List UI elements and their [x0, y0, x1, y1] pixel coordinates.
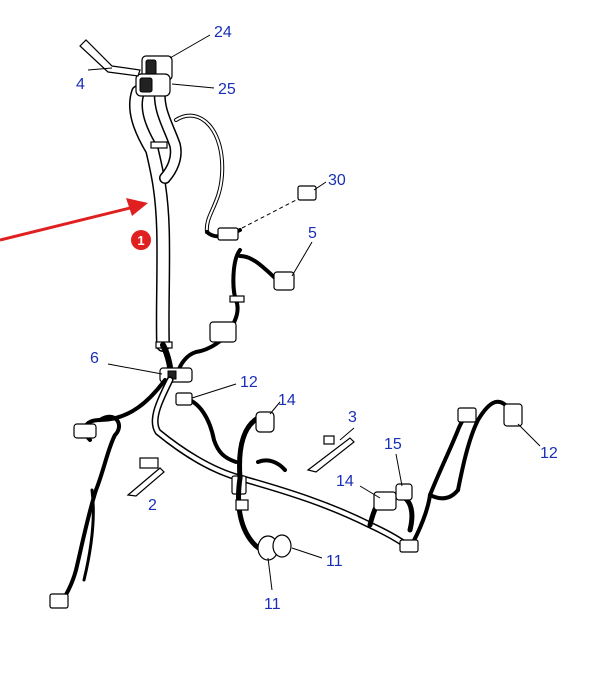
bracket-3-clip — [323, 435, 335, 445]
connector-junction-right — [457, 407, 477, 423]
connector-bottom-left — [49, 593, 69, 609]
junction-6-area — [159, 321, 237, 383]
red-arrow-head — [126, 198, 148, 216]
branch-14-11 — [235, 411, 292, 561]
connector-14-top — [255, 411, 275, 433]
connector-30 — [297, 185, 317, 201]
callout-24: 24 — [214, 24, 232, 41]
connector-12-left — [175, 392, 193, 406]
connector-11-b — [272, 534, 292, 558]
callout-labels: 24 25 4 30 5 6 12 14 3 15 12 14 2 11 11 — [76, 24, 558, 613]
callout-4: 4 — [76, 76, 85, 93]
main-harness-trunk — [128, 84, 225, 352]
callout-2: 2 — [148, 497, 157, 514]
top-connector-assembly — [79, 39, 173, 97]
callout-14-right: 14 — [336, 473, 354, 490]
part-number-badge-label: 1 — [137, 233, 144, 248]
callout-30: 30 — [328, 172, 346, 189]
callout-12-left: 12 — [240, 374, 258, 391]
callout-25: 25 — [218, 81, 236, 98]
connector-left — [73, 423, 97, 439]
connector-14-right — [373, 491, 397, 511]
left-lower-branch — [49, 378, 167, 609]
callout-5: 5 — [308, 225, 317, 242]
callout-6: 6 — [90, 350, 99, 367]
bracket-2 — [126, 467, 165, 497]
callout-3: 3 — [348, 409, 357, 426]
callout-12-right: 12 — [540, 445, 558, 462]
part-number-badge — [131, 230, 151, 250]
bracket-4 — [79, 39, 141, 77]
callout-14-top: 14 — [278, 392, 296, 409]
upper-right-branch — [205, 185, 317, 332]
connector-15 — [395, 483, 413, 501]
red-arrow-line — [0, 206, 131, 242]
callout-15: 15 — [384, 436, 402, 453]
harness-clamp — [399, 539, 419, 553]
callout-11-bottom: 11 — [264, 596, 281, 613]
harness-clip — [235, 499, 249, 511]
connector-5 — [273, 271, 295, 291]
callout-11-right: 11 — [326, 553, 343, 570]
connector-25-socket — [139, 77, 153, 93]
harness-clip — [229, 295, 245, 303]
connector-block — [209, 321, 237, 343]
bracket-3 — [306, 437, 355, 473]
highlight-marker: 1 — [0, 198, 151, 250]
connector-12-right — [503, 403, 523, 427]
right-branch — [367, 399, 523, 553]
harness-clamp — [150, 141, 168, 149]
harness-clip — [139, 457, 159, 469]
leader-lines — [87, 34, 541, 591]
connector-30-mate — [217, 227, 239, 241]
